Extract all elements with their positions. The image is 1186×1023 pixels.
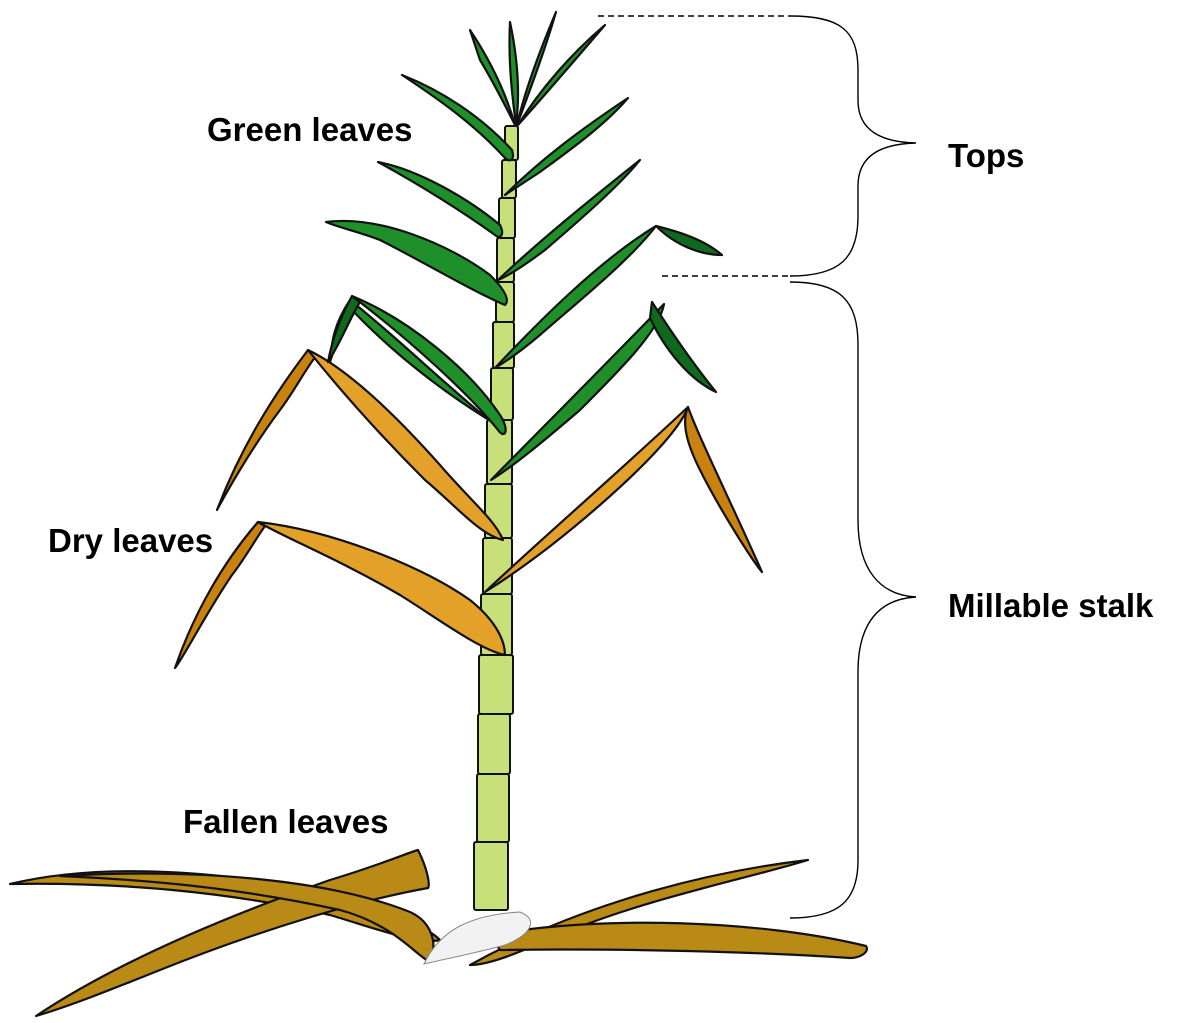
- tops-bracket: [790, 16, 916, 276]
- dry-leaves-label: Dry leaves: [48, 524, 213, 557]
- millable-stalk-bracket: [790, 282, 916, 918]
- fallen-leaf-right-flat: [490, 923, 867, 958]
- green-leaf: [656, 226, 722, 255]
- dry-leaf: [485, 407, 688, 592]
- green-leaf: [328, 296, 360, 362]
- green-leaf: [517, 12, 556, 125]
- fallen-leaves-label: Fallen leaves: [183, 805, 388, 838]
- dry-leaf: [258, 522, 505, 655]
- stalk-node: [477, 774, 509, 842]
- green-leaf: [650, 302, 716, 392]
- stalk-node: [479, 655, 513, 714]
- green-leaf: [378, 162, 502, 237]
- dry-leaf: [217, 350, 316, 510]
- brackets: [598, 16, 916, 918]
- green-leaf: [470, 30, 515, 125]
- green-leaf: [326, 221, 507, 305]
- green-leaves-label: Green leaves: [207, 113, 412, 146]
- dry-leaf: [308, 350, 503, 540]
- trash-bundle: [424, 912, 531, 964]
- tops-label: Tops: [948, 139, 1024, 172]
- fallen-leaves: [10, 850, 867, 1016]
- stalk-node: [483, 538, 512, 594]
- green-leaf: [505, 98, 628, 195]
- stalk-node: [478, 714, 510, 774]
- dry-leaf: [685, 407, 762, 572]
- millable-stalk-label: Millable stalk: [948, 589, 1153, 622]
- stalk-node: [474, 842, 508, 910]
